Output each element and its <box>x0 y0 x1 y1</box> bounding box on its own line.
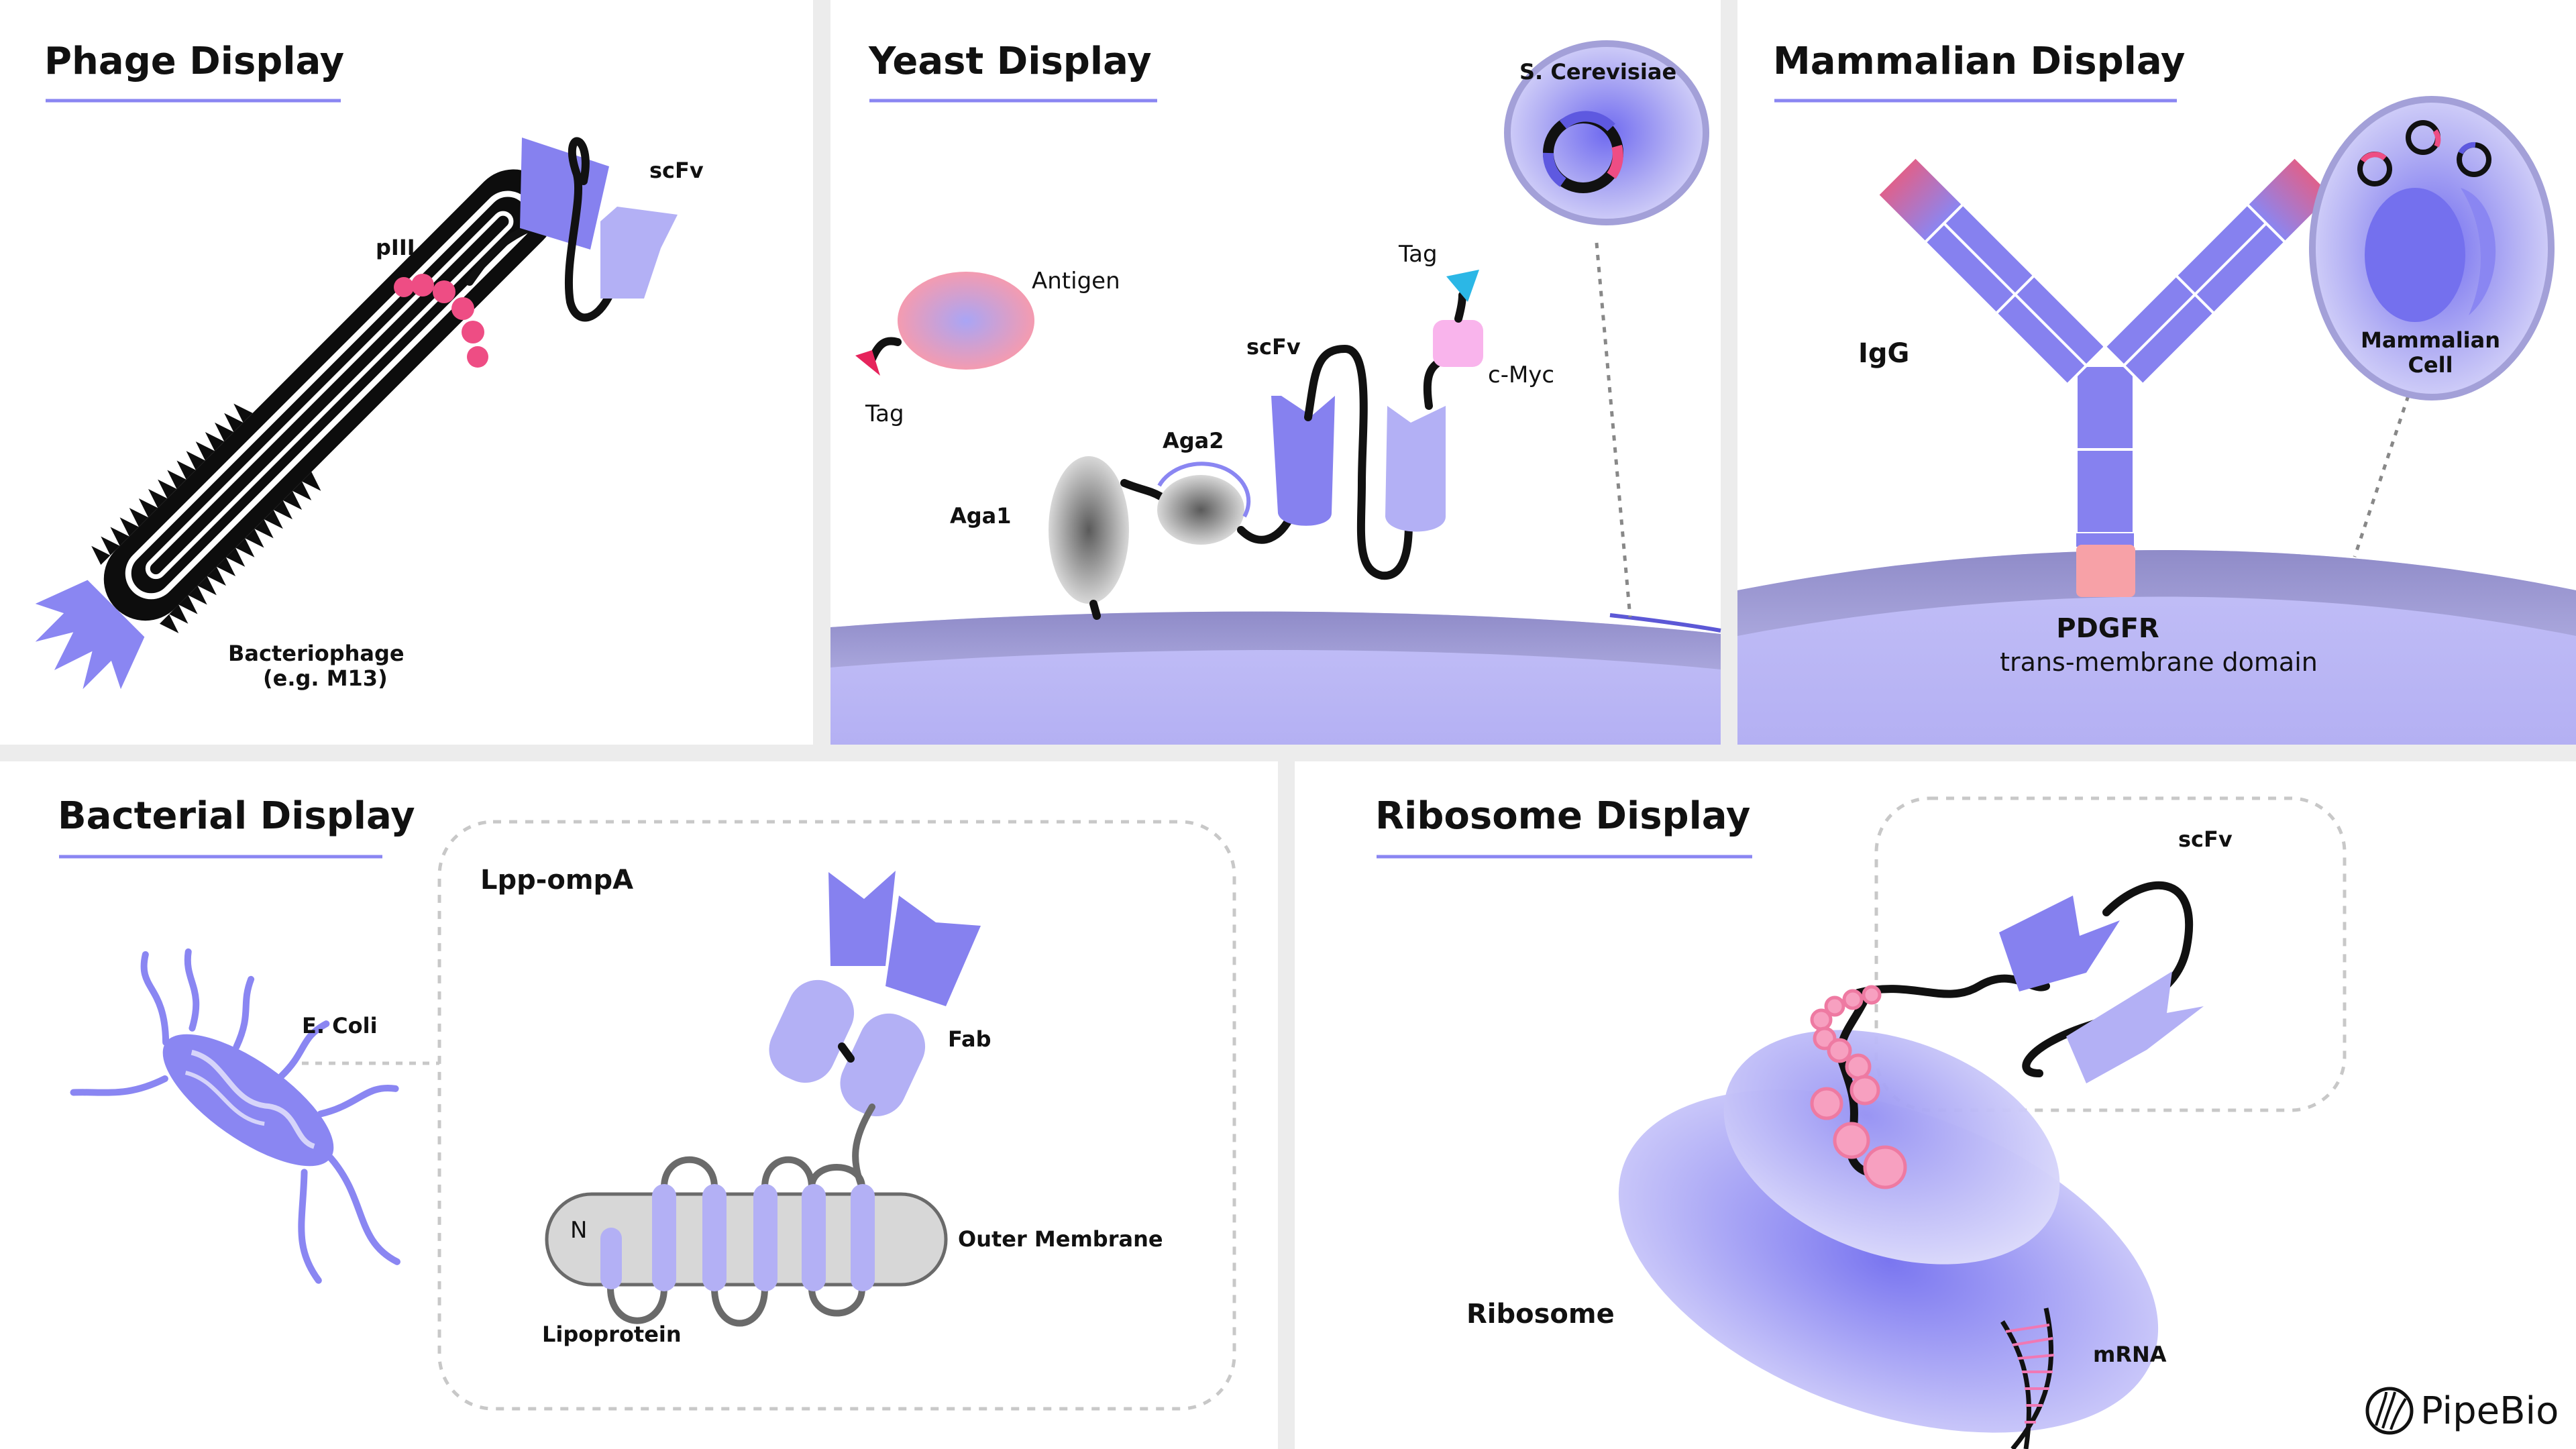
phage-scfv-label: scFv <box>649 158 704 183</box>
antigen-tag-shape <box>855 350 880 376</box>
mrna-bases <box>2005 1324 2055 1424</box>
organelle-shape <box>2461 188 2496 315</box>
yeast-scfv-vh <box>1271 396 1335 526</box>
piii-proteins <box>394 274 488 368</box>
cyan-tag-shape <box>1446 270 1479 302</box>
mammalian-cell-label-line2: Cell <box>2408 352 2453 378</box>
yeast-membrane-band <box>830 611 1721 669</box>
phage-panel: Phage Display pIII scFv Bacteriophage (e… <box>0 0 813 745</box>
yeast-plasmid-icon <box>1543 111 1623 193</box>
mammalian-callout-line <box>2353 395 2410 557</box>
fab-shape <box>769 871 981 1117</box>
aga1-label: Aga1 <box>950 503 1012 529</box>
mammalian-cell-label-line1: Mammalian <box>2361 327 2500 353</box>
tag-linker <box>1454 291 1466 323</box>
bacteriophage-label: Bacteriophage <box>228 641 405 666</box>
yeast-scfv-linker <box>1304 344 1413 580</box>
pdgfr-label: PDGFR <box>2056 613 2159 644</box>
antigen-label: Antigen <box>1032 268 1120 294</box>
yeast-panel: Yeast Display S. Cerevisiae Antigen Tag … <box>830 0 1721 745</box>
yeast-scfv-label: scFv <box>1246 334 1301 360</box>
ribosome-title: Ribosome Display <box>1375 794 1750 838</box>
phage-linker-1 <box>466 221 541 286</box>
ecoli-shape <box>70 948 400 1284</box>
antigen-shape <box>898 272 1034 370</box>
mammalian-panel: Mammalian Display IgG <box>1737 0 2576 745</box>
cmyc-tag-shape <box>1433 320 1483 367</box>
lpp-ompa-label: Lpp-ompA <box>480 865 633 896</box>
ompa-loops <box>607 1156 865 1327</box>
phage-scfv <box>520 137 678 322</box>
aga2-shape <box>1157 475 1244 545</box>
lipoprotein-label: Lipoprotein <box>542 1322 682 1347</box>
lpp-ompa-inset-box <box>437 820 1236 1411</box>
outer-membrane-label: Outer Membrane <box>958 1226 1163 1252</box>
igg-label: IgG <box>1858 338 1909 369</box>
aga1-shape <box>1049 456 1129 604</box>
yeast-scfv-vl <box>1385 406 1446 532</box>
aga1-aga2-link <box>1120 479 1165 500</box>
bacteriophage-example-label: (e.g. M13) <box>263 665 388 691</box>
piii-label: pIII <box>376 235 415 260</box>
ompa-helices <box>600 1184 875 1291</box>
fab-label: Fab <box>948 1026 991 1052</box>
phage-title: Phage Display <box>44 40 344 83</box>
nucleus-shape <box>2365 188 2465 322</box>
pipebio-wordmark: PipeBio <box>2420 1389 2559 1433</box>
tag-left-label: Tag <box>865 400 904 427</box>
n-terminus-label: N <box>570 1217 587 1244</box>
bacterial-title: Bacterial Display <box>58 794 415 838</box>
igg-antibody <box>1876 155 2334 597</box>
ribosome-scfv-inset-box <box>1874 796 2347 1112</box>
ribosome-scfv-label: scFv <box>2178 826 2233 852</box>
ribosome-scfv <box>1999 881 2204 1083</box>
nascent-peptide-beads <box>1810 985 1907 1189</box>
ribosome-label: Ribosome <box>1466 1299 1615 1330</box>
pdgfr-domain-shape <box>2076 545 2135 597</box>
cmyc-label: c-Myc <box>1488 362 1554 388</box>
pipebio-logo-icon <box>2365 1387 2414 1435</box>
ecoli-label: E. Coli <box>302 1013 378 1038</box>
tm-domain-label: trans-membrane domain <box>2000 647 2318 677</box>
mrna-label: mRNA <box>2093 1342 2167 1367</box>
cmyc-linker <box>1423 358 1443 410</box>
antigen-linker <box>868 337 902 363</box>
yeast-title: Yeast Display <box>868 40 1152 83</box>
mammalian-title: Mammalian Display <box>1773 40 2185 83</box>
tag-right-label: Tag <box>1398 241 1438 268</box>
aga2-label: Aga2 <box>1163 428 1224 453</box>
mammalian-membrane-band <box>1737 550 2576 636</box>
mammalian-plasmid-icons <box>2357 120 2491 186</box>
ribosome-panel: Ribosome Display scFv Ribosome mRNA <box>1295 761 2576 1449</box>
outer-membrane-shape <box>545 1192 948 1287</box>
yeast-callout-line <box>1595 242 1632 618</box>
cerevisiae-label: S. Cerevisiae <box>1519 59 1676 85</box>
aga1-anchor <box>1089 600 1101 620</box>
bacterial-panel: Bacterial Display E. Coli Lpp-ompA Fab <box>0 761 1278 1449</box>
